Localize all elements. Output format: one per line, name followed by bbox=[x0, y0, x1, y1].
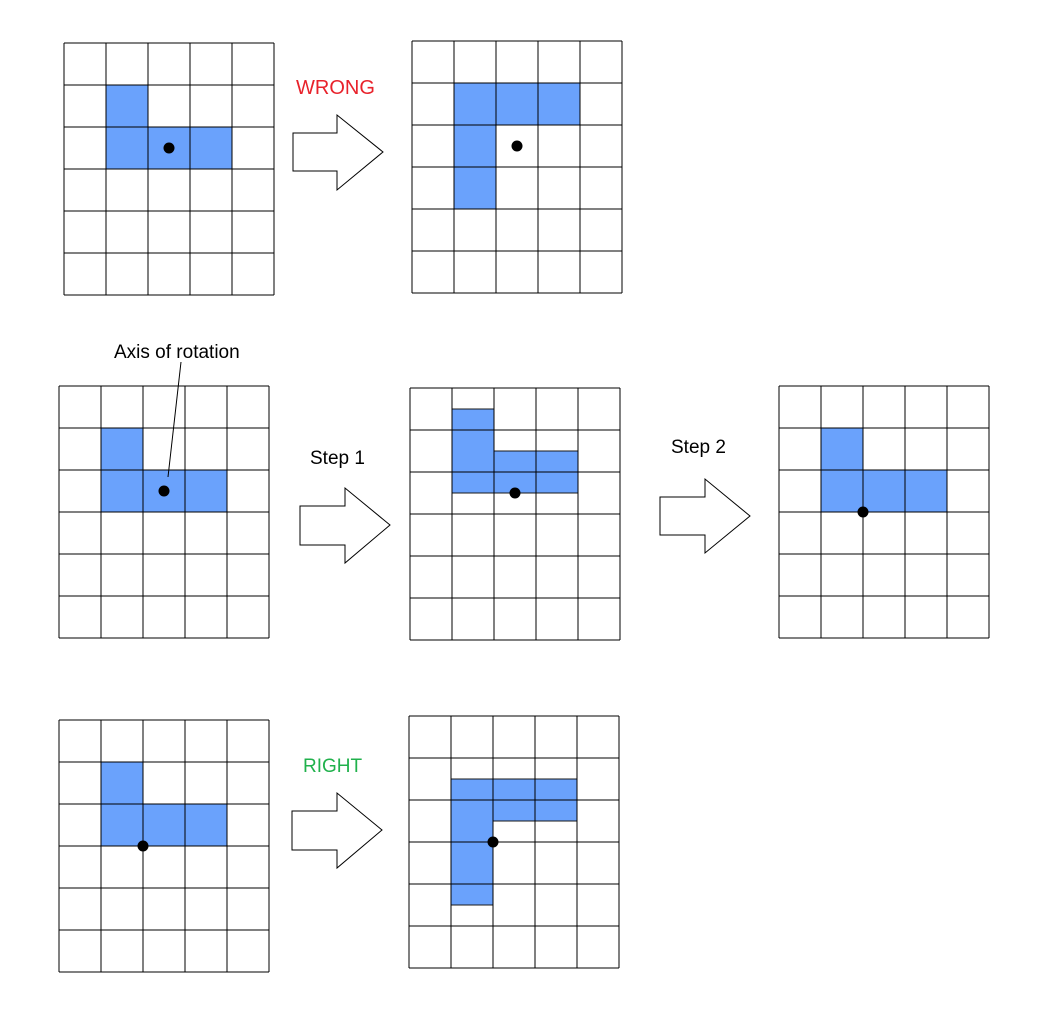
pivot-dot bbox=[158, 485, 170, 497]
arrow-icon bbox=[659, 477, 751, 555]
pivot-dot bbox=[137, 840, 149, 852]
grid-panel-right-after bbox=[408, 715, 620, 969]
grid-panel-wrong-before bbox=[63, 42, 275, 296]
arrow-icon bbox=[299, 486, 391, 565]
pivot-dot bbox=[509, 487, 521, 499]
pivot-dot bbox=[857, 506, 869, 518]
grid-panel-step-start bbox=[58, 385, 270, 639]
arrow-icon bbox=[291, 791, 383, 870]
grid-panel-step1-result bbox=[409, 387, 621, 641]
grid-panel-wrong-after bbox=[411, 40, 623, 294]
grid-panel-step2-result bbox=[778, 385, 990, 639]
right-label: RIGHT bbox=[303, 756, 363, 777]
grid-panel-right-before bbox=[58, 719, 270, 973]
axis-callout-line bbox=[167, 361, 182, 478]
step1-label: Step 1 bbox=[310, 448, 365, 469]
l-shape bbox=[451, 408, 579, 494]
axis-of-rotation-label: Axis of rotation bbox=[114, 342, 240, 363]
pivot-dot bbox=[487, 836, 499, 848]
step2-label: Step 2 bbox=[671, 437, 726, 458]
pivot-dot bbox=[163, 142, 175, 154]
arrow-icon bbox=[292, 113, 384, 192]
wrong-label: WRONG bbox=[296, 77, 375, 99]
pivot-dot bbox=[511, 140, 523, 152]
